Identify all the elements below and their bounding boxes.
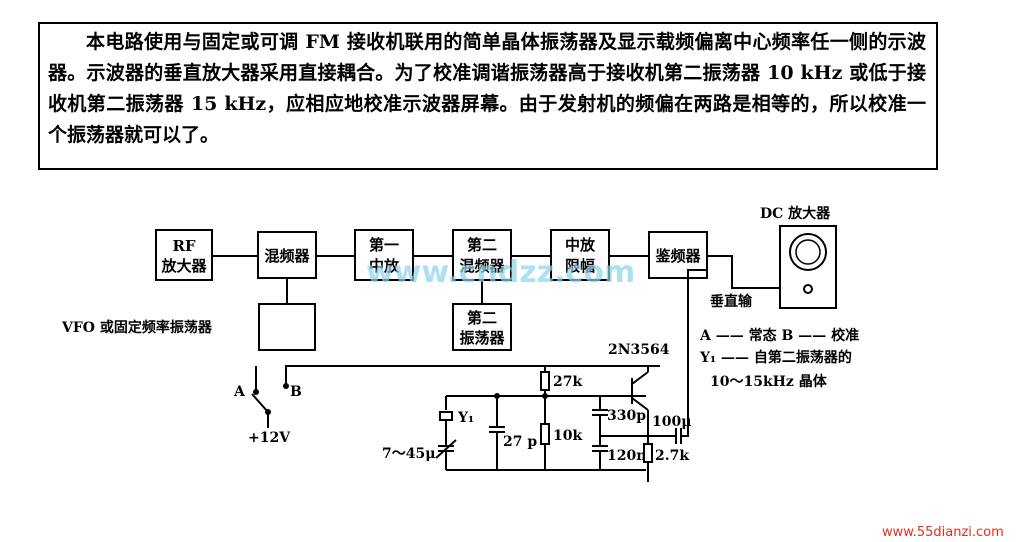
switch-arm (251, 393, 269, 413)
scope-screen (789, 233, 827, 271)
vfo-block (258, 303, 316, 351)
osc2-block (452, 303, 512, 351)
c2-label: 330p (607, 408, 646, 424)
r2-label: 10k (553, 428, 582, 444)
rf-amp-label-1: RF (172, 237, 195, 255)
trimmer-label: 7～45μ (382, 446, 435, 462)
c3-label: 120n (607, 448, 646, 464)
r1-label: 27k (553, 374, 582, 390)
crystal-y1 (439, 411, 453, 421)
oscilloscope-body (779, 225, 837, 309)
if-limiter-label-2: 限幅 (565, 257, 595, 275)
transistor-label: 2N3564 (608, 342, 670, 358)
scope-knob (803, 284, 813, 294)
wire-osc-output (681, 269, 707, 437)
wire-supply-rail (285, 365, 660, 386)
osc2-label-2: 振荡器 (459, 329, 505, 347)
switch-b-contact (283, 383, 289, 389)
resistor-27k (540, 371, 550, 391)
switch-b-label: B (290, 384, 302, 400)
mixer2-label-1: 第二 (467, 236, 497, 254)
mixer-label: 混频器 (264, 247, 310, 265)
if1-block (354, 229, 414, 281)
switch-a-contact (253, 389, 259, 395)
if-limiter-block (550, 229, 610, 281)
legend-line-2: Y₁ —— 自第二振荡器的 (699, 349, 852, 366)
discriminator-label: 鉴频器 (654, 247, 701, 265)
watermark-corner: www.55dianzi.com (882, 525, 1004, 540)
osc2-label-1: 第二 (467, 309, 497, 327)
rf-amp-label-2: 放大器 (160, 257, 207, 275)
vfo-label: VFO 或固定频率振荡器 (61, 319, 213, 336)
dc-amp-label: DC 放大器 (760, 205, 831, 222)
resistor-2-7k (643, 443, 653, 463)
switch-a-label: A (233, 384, 246, 400)
description-frame (38, 22, 938, 170)
mixer2-label-2: 混频器 (459, 257, 505, 275)
watermark-center: www.cndzz.com (366, 255, 635, 290)
if1-label-1: 第一 (369, 236, 399, 254)
legend-line-1: A —— 常态 B —— 校准 (699, 327, 859, 344)
rf-amp-block (155, 229, 213, 281)
if1-label-2: 中放 (369, 257, 400, 275)
if-limiter-label-1: 中放 (565, 236, 596, 254)
r3-label: 2.7k (655, 448, 689, 464)
vertical-input-label: 垂直输 (710, 293, 753, 310)
description-text: 本电路使用与固定或可调 FM 接收机联用的简单晶体振荡器及显示载频偏离中心频率任… (48, 31, 926, 146)
crystal-label: Y₁ (457, 410, 474, 426)
c1-label: 27 p (503, 434, 537, 450)
c4-label: 100μ (652, 414, 691, 430)
legend-line-3: 10～15kHz 晶体 (710, 373, 828, 390)
supply-label: +12V (248, 430, 291, 446)
resistor-10k (540, 423, 550, 445)
